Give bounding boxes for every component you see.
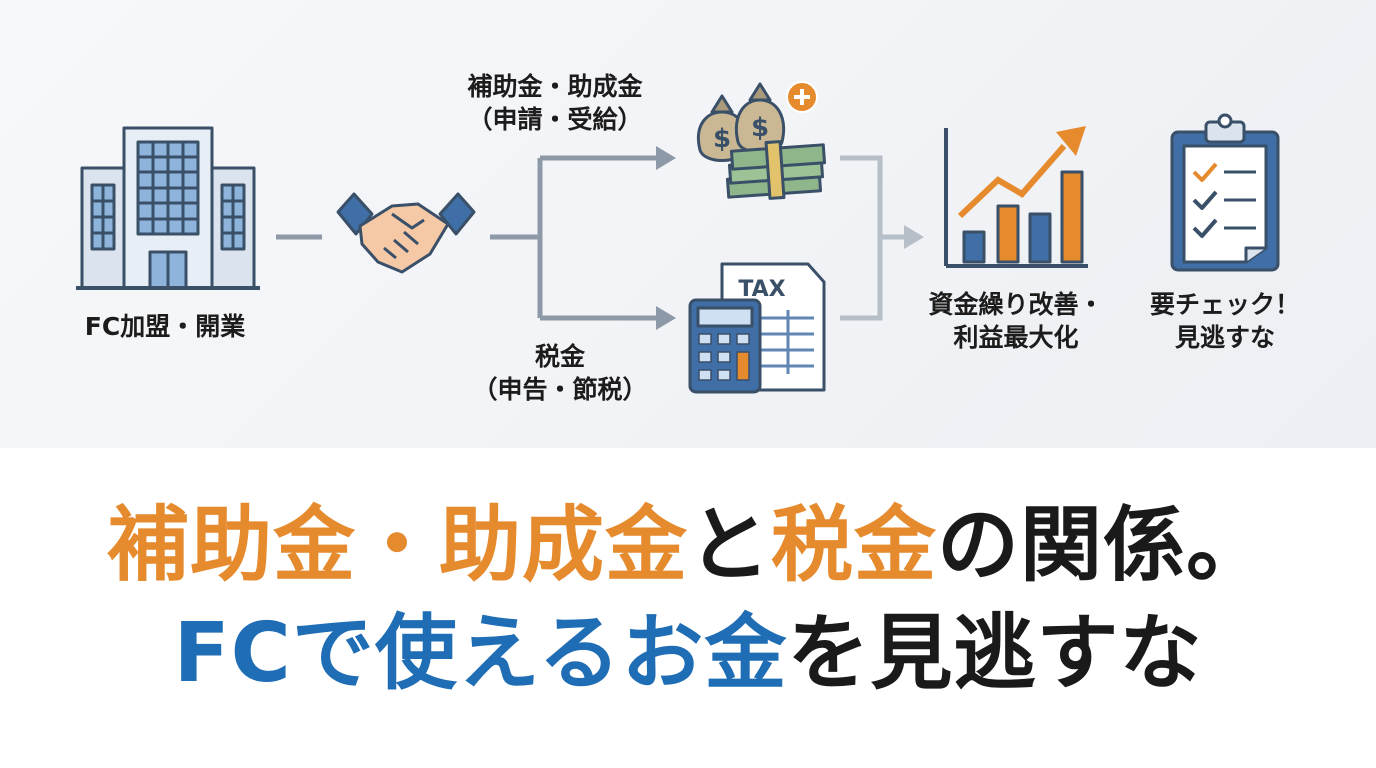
diagram-canvas: $ $ TAX — [76, 81, 1280, 394]
headline-segment-and: と — [687, 498, 771, 593]
headline-segment-fc-money: FCで使えるお金 — [173, 606, 788, 701]
checklist-clipboard-icon — [1170, 113, 1280, 272]
headline: 補助金・助成金と税金の関係。 FCで使えるお金を見逃すな — [0, 492, 1376, 708]
label-cashflow: 資金繰り改善・ 利益最大化 — [906, 288, 1126, 354]
diagram-panel: $ $ TAX — [0, 0, 1376, 448]
handshake-icon — [336, 192, 476, 274]
connector-subsidy-merge — [840, 155, 883, 321]
label-fc-join-text: FC加盟・開業 — [84, 312, 246, 341]
connectors — [276, 146, 924, 330]
label-fc-join: FC加盟・開業 — [60, 310, 270, 343]
arrowhead-tax — [656, 306, 676, 330]
label-check-line1: 要チェック！ — [1149, 290, 1300, 319]
headline-line-2: FCで使えるお金を見逃すな — [0, 600, 1376, 708]
label-check-line2: 見逃すな — [1174, 323, 1275, 352]
label-tax-title: 税金 — [534, 342, 585, 371]
office-building-icon — [76, 126, 260, 290]
money-bags-cash-icon: $ $ — [697, 82, 827, 200]
growth-bar-chart-icon — [944, 126, 1088, 268]
label-subsidy: 補助金・助成金 （申請・受給） — [430, 70, 680, 136]
label-cashflow-line2: 利益最大化 — [953, 323, 1079, 352]
label-subsidy-title: 補助金・助成金 — [467, 72, 643, 101]
headline-segment-relation: の関係。 — [937, 498, 1270, 593]
headline-segment-dont-miss: を見逃すな — [787, 606, 1203, 701]
label-cashflow-line1: 資金繰り改善・ — [928, 290, 1104, 319]
label-subsidy-sub: （申請・受給） — [467, 105, 643, 134]
svg-text:$: $ — [713, 124, 731, 154]
headline-segment-subsidy: 補助金・助成金 — [106, 498, 688, 593]
label-tax: 税金 （申告・節税） — [460, 340, 660, 406]
label-tax-sub: （申告・節税） — [472, 375, 648, 404]
headline-line-1: 補助金・助成金と税金の関係。 — [0, 492, 1376, 600]
tax-label: TAX — [738, 277, 785, 302]
tax-document-calculator-icon: TAX — [688, 262, 826, 394]
svg-text:$: $ — [751, 113, 769, 143]
arrowhead-subsidy — [656, 146, 676, 170]
headline-segment-tax: 税金 — [771, 498, 938, 593]
plus-badge-icon — [786, 81, 818, 113]
label-check: 要チェック！ 見逃すな — [1130, 288, 1320, 354]
arrowhead-result — [904, 225, 924, 249]
